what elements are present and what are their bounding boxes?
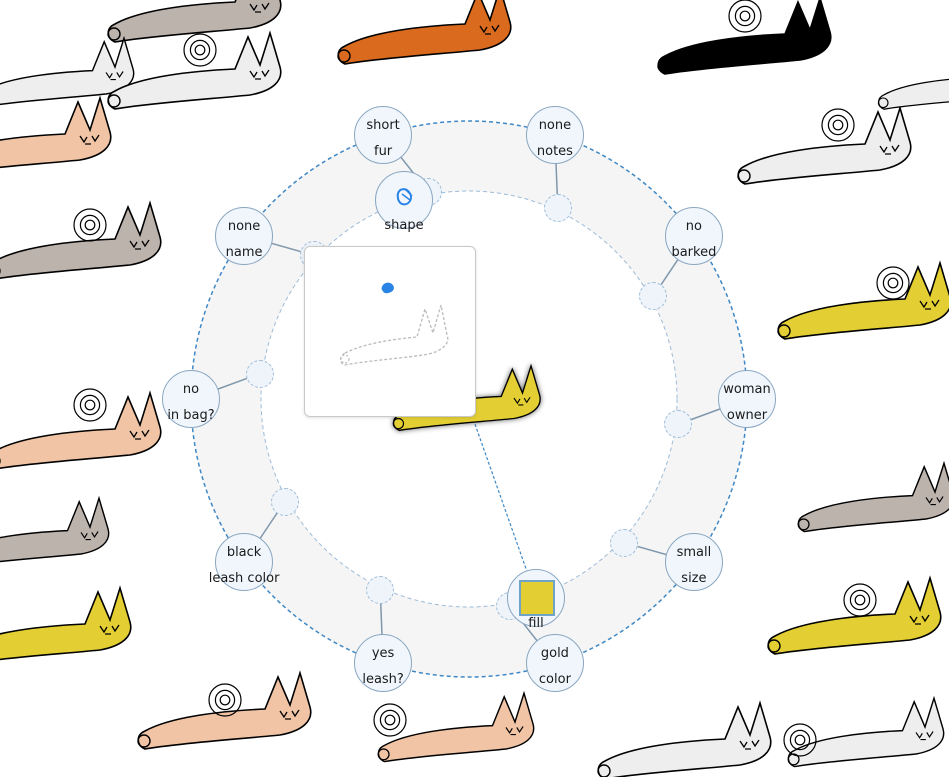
slot-notes[interactable] <box>543 193 572 222</box>
attribute-node-name[interactable]: none name <box>215 206 274 265</box>
shape-selector[interactable]: shape <box>375 171 433 233</box>
attribute-value: short <box>366 117 400 133</box>
attribute-value: no <box>182 382 200 397</box>
shape-icon <box>396 188 413 206</box>
background-scribble <box>843 583 877 617</box>
fill-color-swatch <box>519 580 555 616</box>
attribute-node-notes[interactable]: none notes <box>525 105 584 164</box>
background-scribble <box>728 0 762 33</box>
attribute-label: notes <box>536 143 573 159</box>
attribute-label: owner <box>726 408 768 423</box>
background-scribble <box>832 119 844 131</box>
background-scribble <box>734 5 756 27</box>
attribute-label: size <box>681 571 707 587</box>
slot-in_bag[interactable] <box>245 359 274 388</box>
attribute-value: gold <box>540 646 569 662</box>
shape-preview-panel <box>304 246 476 417</box>
attribute-value: no <box>685 218 703 234</box>
attribute-value: woman <box>723 382 771 397</box>
ring-band <box>191 121 747 677</box>
attribute-label: in bag? <box>167 408 215 423</box>
background-scribble <box>789 729 811 751</box>
attribute-node-leash_color[interactable]: black leash color <box>209 533 279 592</box>
background-scribble <box>208 683 242 717</box>
attribute-value: yes <box>371 646 395 662</box>
background-scribble <box>827 114 849 136</box>
background-scribble <box>194 44 206 56</box>
attribute-value: none <box>538 117 572 133</box>
attribute-label: leash color <box>208 571 280 587</box>
background-scribble <box>79 214 101 236</box>
preview-blue-mark <box>381 282 394 294</box>
attribute-node-leash[interactable]: yes leash? <box>354 634 413 693</box>
background-scribble <box>189 39 211 61</box>
background-scribble <box>79 394 101 416</box>
background-scribble <box>219 694 231 706</box>
slot-size[interactable] <box>609 528 638 557</box>
slot-owner[interactable] <box>664 410 693 439</box>
slot-leash_color[interactable] <box>270 487 299 516</box>
background-scribble <box>73 388 107 422</box>
background-scribble <box>887 277 899 289</box>
slot-barked[interactable] <box>639 282 668 311</box>
background-scribble <box>794 734 806 746</box>
background-scribble <box>183 33 217 67</box>
attribute-label: color <box>538 672 571 688</box>
background-scribble <box>214 689 236 711</box>
background-scribble <box>882 272 904 294</box>
attribute-label: leash? <box>362 672 404 688</box>
attribute-label: name <box>225 244 263 260</box>
fill-label: fill <box>528 616 544 631</box>
attribute-node-fur[interactable]: short fur <box>354 105 413 164</box>
fill-pointer-line <box>469 409 531 581</box>
attribute-node-color[interactable]: gold color <box>525 634 584 693</box>
background-scribble <box>854 594 866 606</box>
attribute-node-owner[interactable]: woman owner <box>718 370 776 428</box>
background-scribble <box>373 703 407 737</box>
attribute-value: small <box>676 545 712 561</box>
attribute-node-barked[interactable]: no barked <box>664 206 723 265</box>
attribute-value: none <box>227 218 261 234</box>
attribute-value: black <box>226 545 262 561</box>
background-scribble <box>821 108 855 142</box>
background-scribble <box>84 399 96 411</box>
background-scribble <box>739 10 751 22</box>
attribute-node-size[interactable]: small size <box>664 533 723 592</box>
inner-ring <box>260 190 678 608</box>
background-scribble <box>876 266 910 300</box>
attribute-label: barked <box>671 244 717 260</box>
background-scribble <box>84 219 96 231</box>
slot-leash[interactable] <box>366 576 395 605</box>
attribute-node-in_bag[interactable]: no in bag? <box>162 370 220 428</box>
preview-dog-outline <box>339 282 449 366</box>
background-scribble <box>849 589 871 611</box>
attribute-label: fur <box>373 143 393 159</box>
background-scribble <box>73 208 107 242</box>
background-scribble <box>384 714 396 726</box>
fill-selector[interactable]: fill <box>507 569 565 631</box>
background-scribble <box>783 723 817 757</box>
shape-label: shape <box>384 218 424 233</box>
background-scribble <box>379 709 401 731</box>
